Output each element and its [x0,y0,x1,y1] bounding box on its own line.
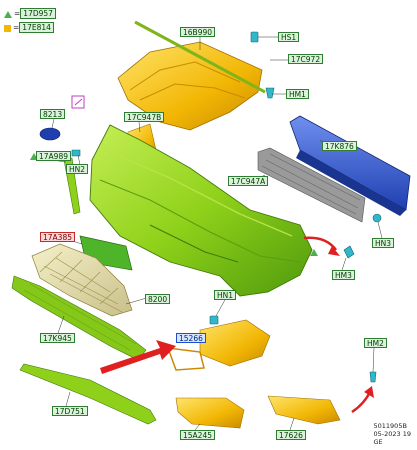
footer-date: 05-2023 19 [373,430,412,438]
label-17c947b: 17C947B [124,112,165,122]
label-17626: 17626 [276,430,306,440]
lower-absorber-part [257,147,366,223]
lower-panel-17626-part [267,395,341,425]
upper-absorber-part [117,41,263,131]
emblem-icon [39,127,61,141]
red-arrow-icons [100,236,374,414]
label-hm2: HM2 [364,338,387,348]
label-17a385: 17A385 [40,232,75,242]
label-hs1: HS1 [278,32,300,42]
footer-region: GE [373,438,383,446]
label-17a989: 17A989 [36,151,71,161]
label-hm1: HM1 [286,89,309,99]
lip-spoiler-part [19,363,157,425]
lower-panel-15a245-part [175,397,245,429]
footer-code: 5011905B [373,422,407,430]
reinforcement-beam-part [289,115,411,216]
label-16b990: 16B990 [180,27,216,37]
label-hn1: HN1 [214,290,237,300]
label-hm3: HM3 [332,270,355,280]
diagram-footer: 5011905B 05-2023 19 GE [374,422,412,446]
grille-part [31,243,133,317]
legend-item-triangle: =17D957 [4,8,56,19]
legend-item-square: =17E814 [4,22,54,33]
label-17c947a: 17C947A [228,176,269,186]
label-15a245: 15A245 [180,430,215,440]
label-15266: 15266 [176,333,206,343]
square-marker-icon [4,24,11,32]
label-17k876: 17K876 [322,141,357,151]
label-hn3: HN3 [372,238,395,248]
legend-code: 17E814 [19,22,54,33]
label-8200: 8200 [145,294,171,304]
fog-bracket-part [166,319,271,371]
label-hn2: HN2 [66,164,89,174]
label-17c972: 17C972 [288,54,324,64]
bumper-cover-part [89,124,313,297]
upper-trim-strip [134,20,266,94]
clip-parts [71,31,382,383]
triangle-marker-icon [4,10,12,18]
label-8213: 8213 [40,109,66,119]
label-17d751: 17D751 [52,406,88,416]
legend-code: 17D957 [20,8,56,19]
label-17k945: 17K945 [40,333,75,343]
